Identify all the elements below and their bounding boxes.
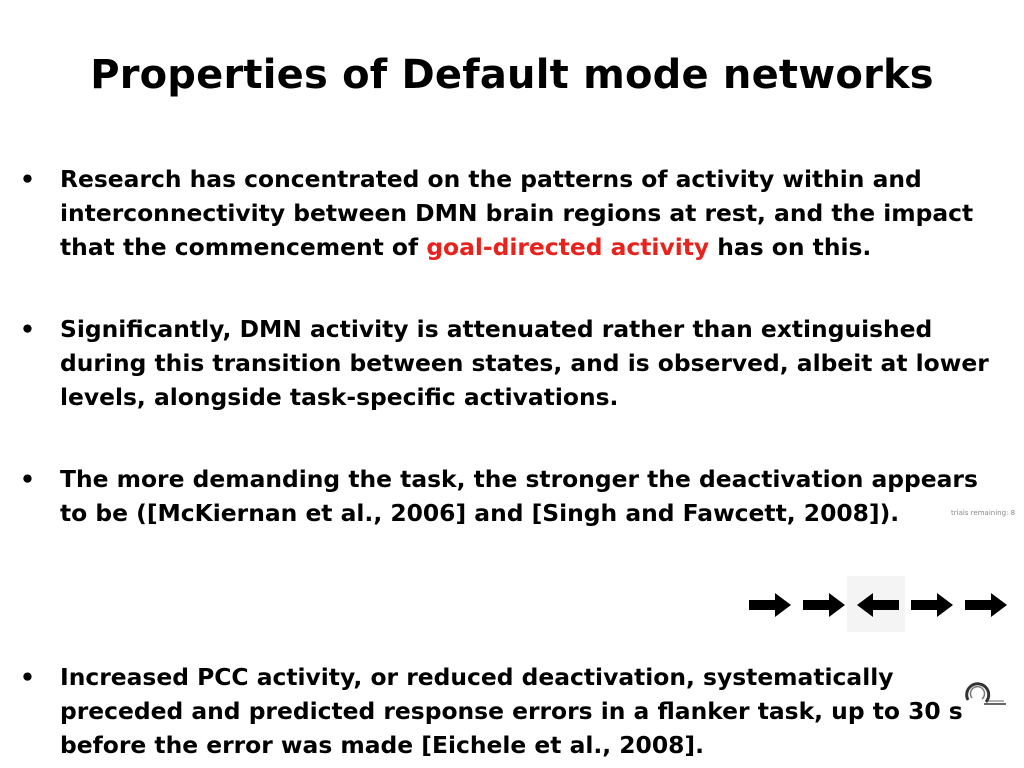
- arrow-left-icon: [857, 593, 899, 617]
- highlight-goal-directed: goal-directed activity: [426, 233, 710, 261]
- cognitive-lab-logo-icon: [965, 682, 1006, 705]
- bullet-text: Significantly, DMN activity is attenuate…: [60, 315, 989, 411]
- bullet-item-demanding: • The more demanding the task, the stron…: [18, 462, 1008, 530]
- trials-remaining-label: trials remaining: 8: [951, 509, 1016, 517]
- flanker-arrows-image: [749, 576, 1007, 632]
- slide-title: Properties of Default mode networks: [90, 52, 934, 98]
- bullet-item-pcc: • Increased PCC activity, or reduced dea…: [18, 660, 1008, 762]
- arrow-right-icon: [803, 593, 845, 617]
- arrow-right-icon: [965, 593, 1007, 617]
- bullet-item-attenuated: • Significantly, DMN activity is attenua…: [18, 312, 1008, 414]
- bullet-marker: •: [20, 663, 35, 691]
- bullet-text-after: has on this.: [709, 233, 872, 261]
- bullet-text: Increased PCC activity, or reduced deact…: [60, 663, 963, 759]
- bullet-text: Research has concentrated on the pattern…: [60, 162, 1008, 264]
- bullet-marker: •: [20, 165, 35, 193]
- bullet-text-before: Research has concentrated on the pattern…: [60, 165, 974, 261]
- bullet-text: The more demanding the task, the stronge…: [60, 465, 978, 527]
- bullet-marker: •: [20, 465, 35, 493]
- arrow-right-icon: [911, 593, 953, 617]
- bullet-item-research: • Research has concentrated on the patte…: [18, 162, 1008, 264]
- bullet-marker: •: [20, 315, 35, 343]
- arrow-right-icon: [749, 593, 791, 617]
